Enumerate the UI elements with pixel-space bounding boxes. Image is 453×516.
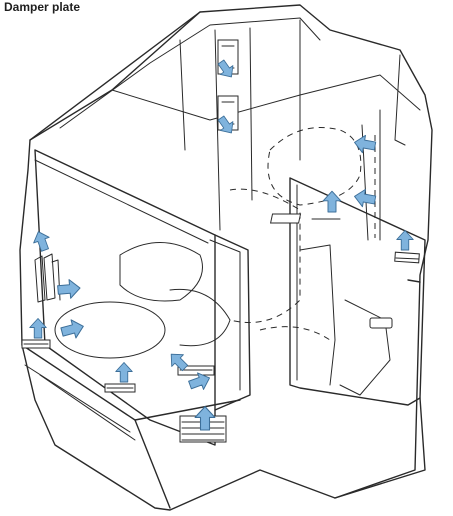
vent-outlet-icon [105, 384, 135, 392]
vent-outlets [22, 40, 419, 392]
airflow-arrow-icon [31, 229, 53, 253]
airflow-arrow-icon [116, 363, 133, 383]
right-door [290, 178, 425, 498]
airflow-arrow-icon [353, 134, 377, 155]
airflow-arrow-icon [60, 317, 86, 341]
vent-outlet-icon [22, 340, 50, 348]
airflow-arrow-icon [353, 188, 377, 209]
airflow-arrow-icon [57, 279, 81, 300]
vent-outlet-icon [271, 214, 340, 223]
left-window-frame [35, 150, 250, 445]
dash-vent-grille [35, 254, 60, 302]
vent-outlet-icon [395, 252, 420, 263]
door-handle [370, 318, 392, 328]
